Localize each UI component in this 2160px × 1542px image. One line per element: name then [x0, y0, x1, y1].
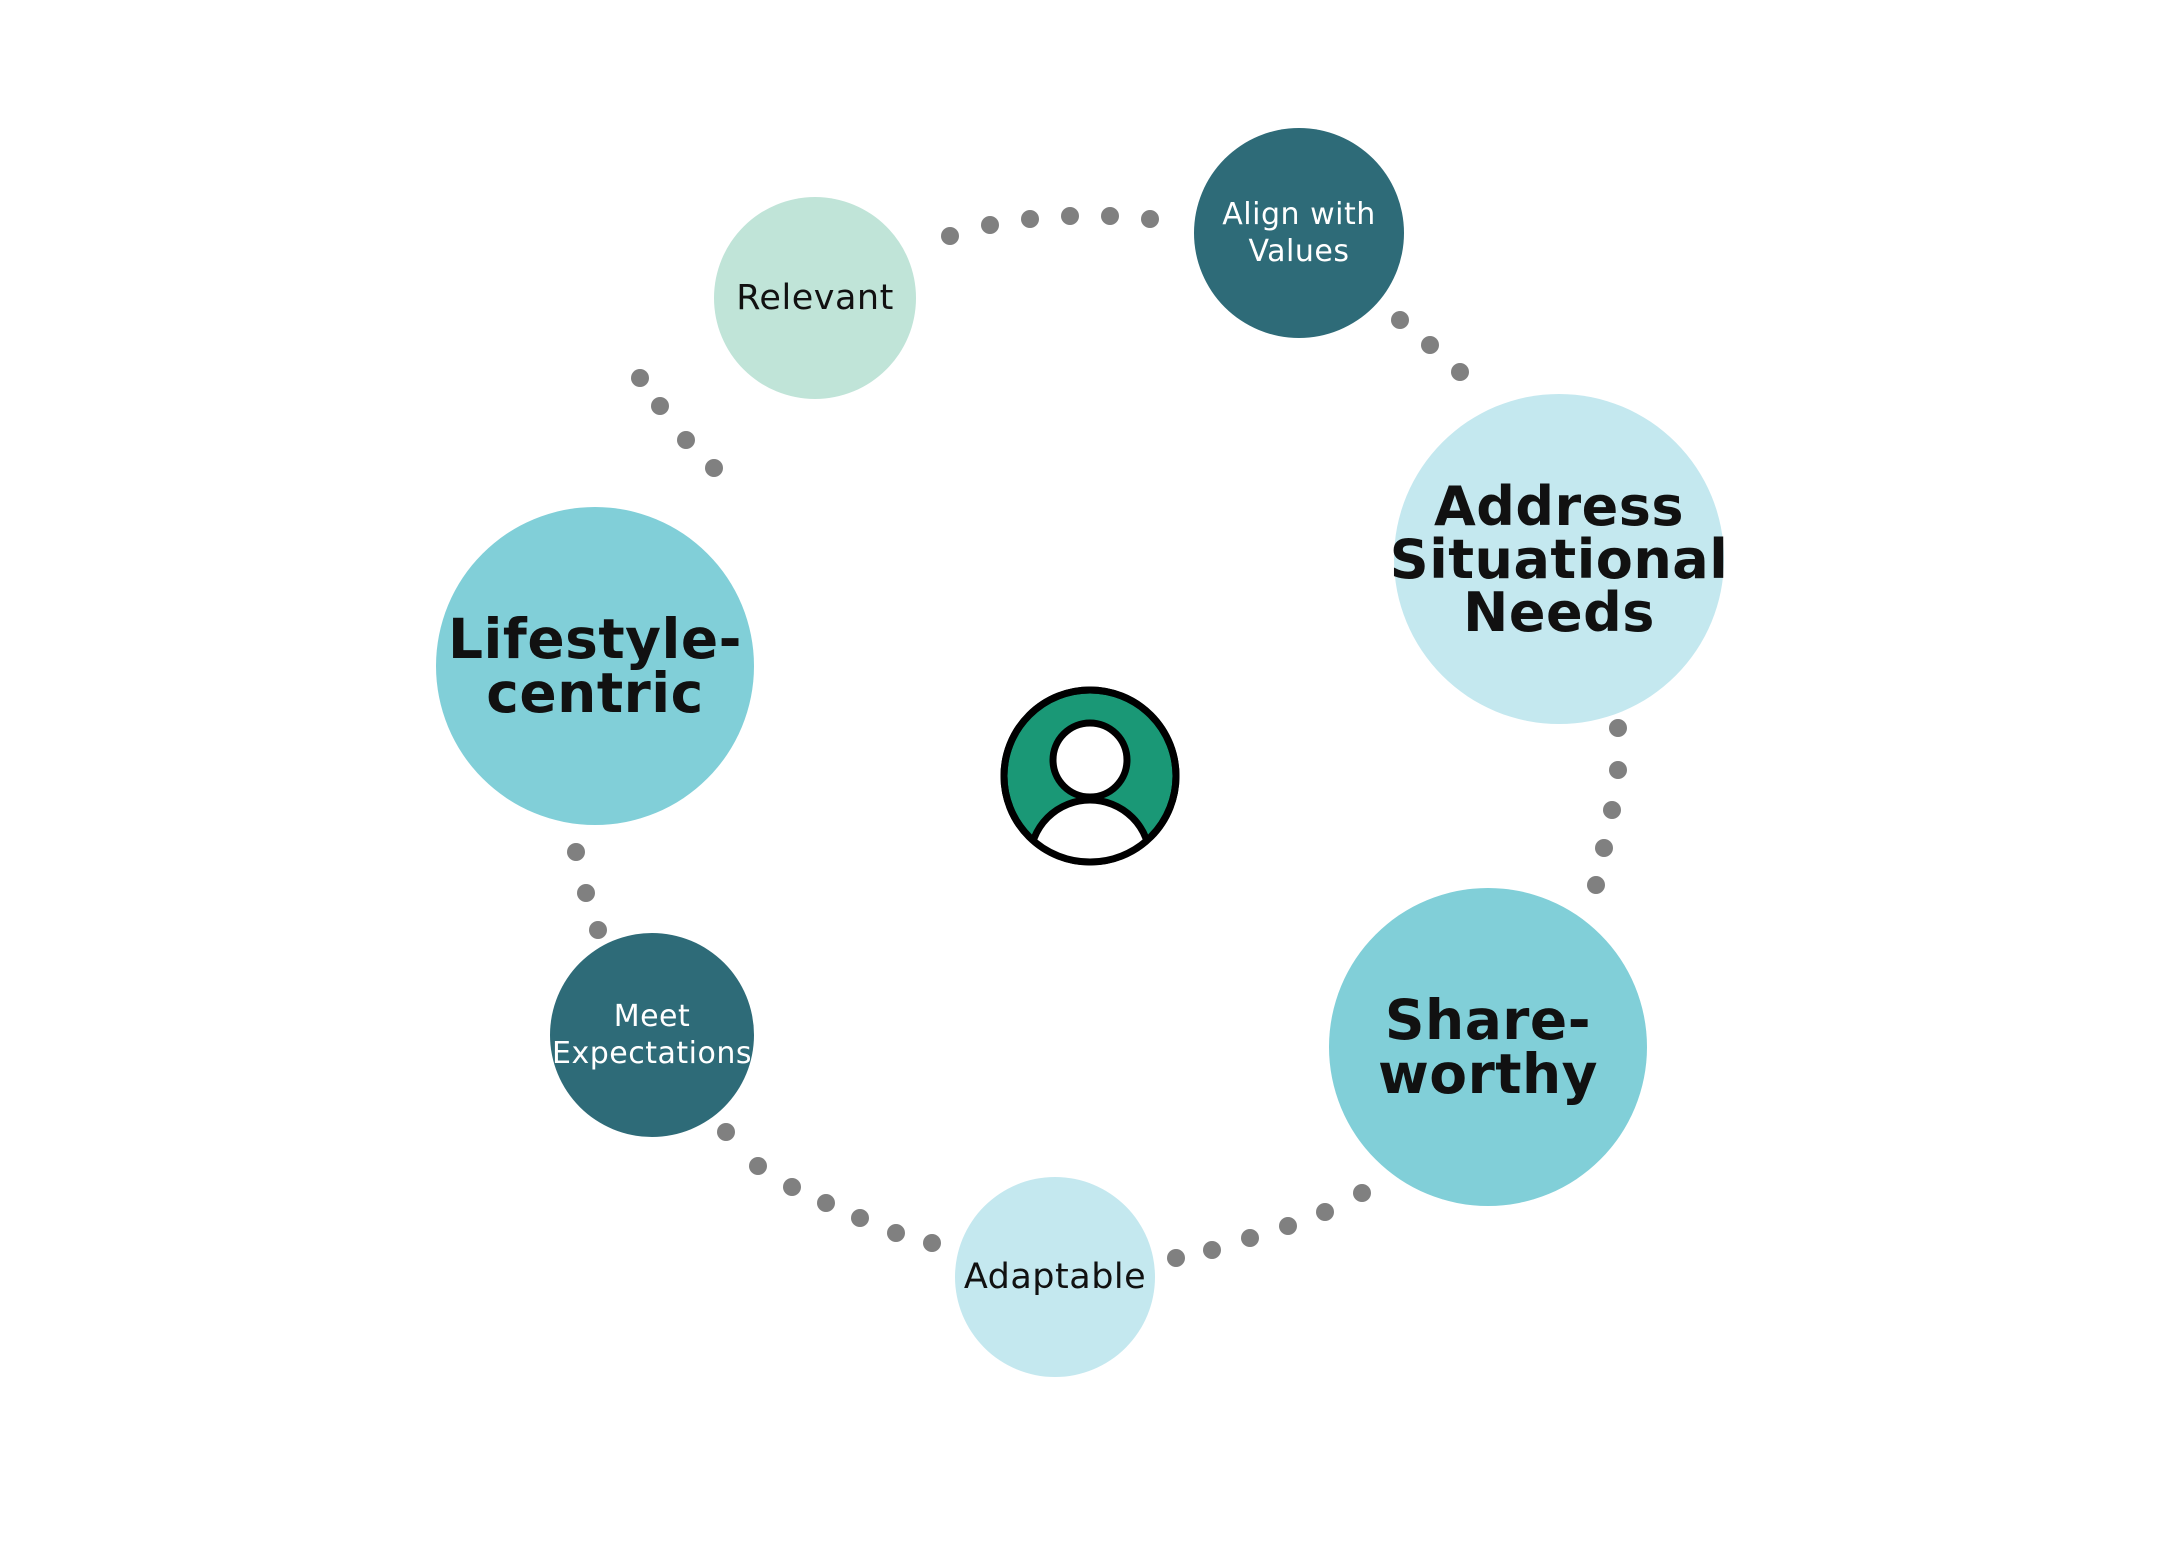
connector-dot — [1203, 1241, 1221, 1259]
connector-dot — [1353, 1184, 1371, 1202]
connector-dot — [783, 1178, 801, 1196]
node-align-with-values: Align with Values — [1194, 128, 1404, 338]
connector-dot — [1021, 210, 1039, 228]
connector-dot — [1609, 719, 1627, 737]
node-relevant: Relevant — [714, 197, 916, 399]
connector-dot — [1061, 207, 1079, 225]
connector-dot — [717, 1123, 735, 1141]
node-share-worthy: Share- worthy — [1329, 888, 1647, 1206]
connector-dot — [1101, 207, 1119, 225]
node-meet-expectations: Meet Expectations — [550, 933, 754, 1137]
connector-dot — [1141, 210, 1159, 228]
node-lifestyle-centric-label: Lifestyle- centric — [448, 607, 742, 725]
connector-dot — [1587, 876, 1605, 894]
connector-dot — [705, 459, 723, 477]
avatar-head — [1049, 719, 1131, 801]
connector-dot — [1451, 363, 1469, 381]
connector-dot — [887, 1224, 905, 1242]
node-align-with-values-label: Align with Values — [1222, 197, 1376, 269]
connector-dot — [1316, 1203, 1334, 1221]
connector-dot — [1603, 801, 1621, 819]
node-address-situational-needs: Address Situational Needs — [1390, 394, 1728, 724]
connector-dot — [1609, 761, 1627, 779]
connector-dot — [651, 397, 669, 415]
connector-dot — [851, 1209, 869, 1227]
connector-dot — [981, 216, 999, 234]
connector-dot — [1391, 311, 1409, 329]
node-adaptable-label: Adaptable — [963, 1257, 1147, 1297]
node-meet-expectations-label: Meet Expectations — [552, 999, 752, 1071]
connector-dot — [677, 431, 695, 449]
connector-dot — [1421, 336, 1439, 354]
node-lifestyle-centric: Lifestyle- centric — [436, 507, 754, 825]
connector-dot — [631, 369, 649, 387]
connector-dot — [817, 1194, 835, 1212]
connector-dot — [923, 1234, 941, 1252]
connector-dot — [1279, 1217, 1297, 1235]
connector-dot — [1241, 1229, 1259, 1247]
connector-dot — [749, 1157, 767, 1175]
connector-dot — [1167, 1249, 1185, 1267]
connector-dot — [567, 843, 585, 861]
connector-dot — [1595, 839, 1613, 857]
node-adaptable: Adaptable — [955, 1177, 1155, 1377]
node-address-situational-needs-label: Address Situational Needs — [1389, 474, 1729, 644]
connector-dot — [941, 227, 959, 245]
connector-dot — [589, 921, 607, 939]
node-relevant-label: Relevant — [736, 278, 894, 318]
user-avatar-icon — [1000, 686, 1180, 866]
node-share-worthy-label: Share- worthy — [1377, 988, 1599, 1106]
connector-dot — [577, 884, 595, 902]
